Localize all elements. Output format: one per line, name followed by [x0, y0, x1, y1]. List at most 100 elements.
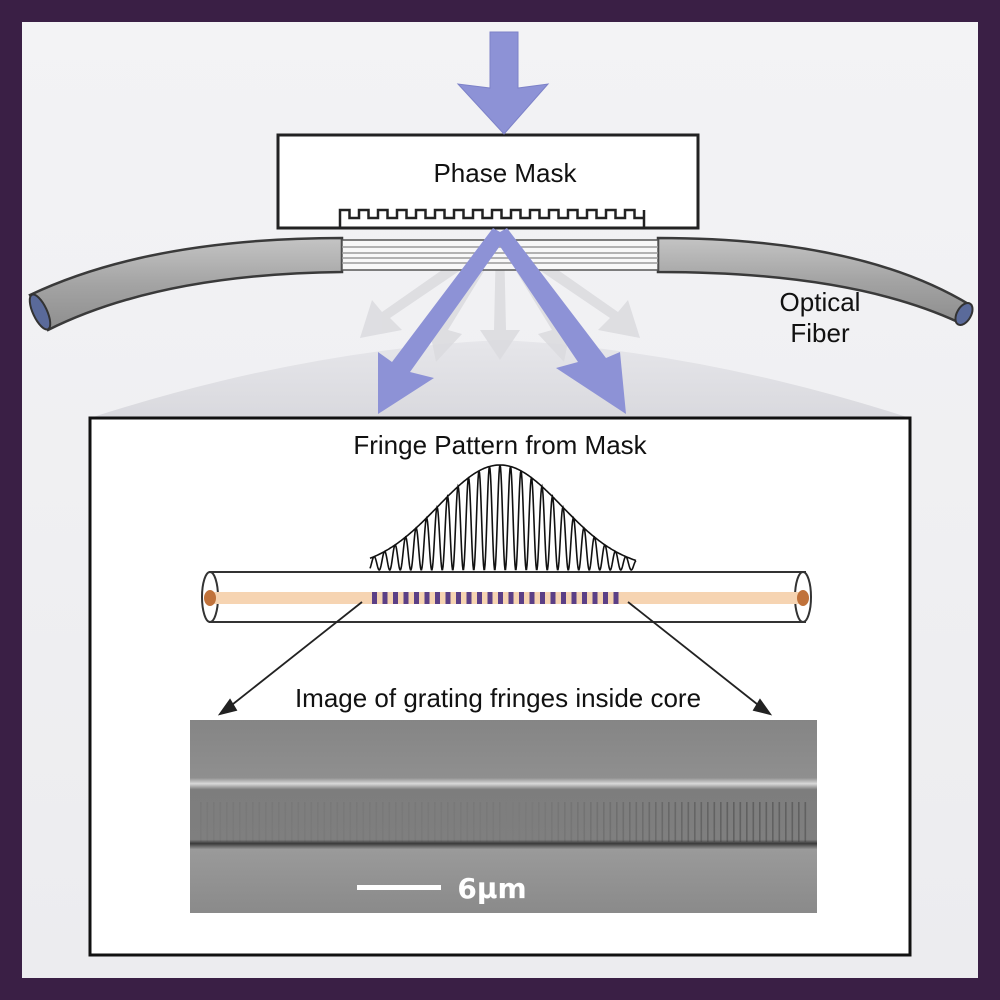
- grating-band: [498, 592, 503, 604]
- micrograph-fringe: [700, 802, 703, 842]
- incident-beam-arrow: [456, 31, 550, 135]
- zoomed-fiber: [201, 571, 812, 623]
- micrograph-fringe: [570, 802, 573, 842]
- phase-mask: Phase Mask: [276, 133, 700, 230]
- optical-fiber-label-line2: Fiber: [790, 318, 850, 348]
- micrograph-fringe: [798, 802, 800, 842]
- micrograph-fringe: [239, 802, 241, 842]
- micrograph-fringe: [440, 802, 443, 842]
- optical-fiber-label-line1: Optical: [780, 287, 861, 317]
- fiber-core-end: [204, 590, 216, 606]
- grating-band: [550, 592, 556, 604]
- grating-band: [393, 592, 398, 604]
- micrograph-fringe: [245, 802, 248, 842]
- micrograph-fringe: [616, 802, 618, 842]
- micrograph-fringe: [271, 802, 274, 842]
- grating-band: [529, 592, 535, 604]
- micrograph-fringe: [421, 802, 423, 842]
- micrograph-fringe: [713, 802, 716, 842]
- micrograph-fringe: [492, 802, 495, 842]
- grating-band: [382, 592, 388, 604]
- fringe-pattern-title: Fringe Pattern from Mask: [353, 430, 647, 460]
- optical-fiber-left: [28, 236, 344, 332]
- grating-band: [561, 592, 566, 604]
- micrograph-fringe: [506, 802, 508, 842]
- micrograph-fringe: [336, 802, 339, 842]
- micrograph-fringe: [759, 802, 761, 842]
- micrograph-fringe: [473, 802, 475, 842]
- micrograph-fringe: [512, 802, 514, 842]
- phase-mask-label: Phase Mask: [433, 158, 577, 188]
- micrograph-fringe: [726, 802, 729, 842]
- micrograph-fringe: [278, 802, 280, 842]
- micrograph-fringe: [635, 802, 638, 842]
- grating-band: [508, 592, 514, 604]
- micrograph-fringe: [356, 802, 358, 842]
- micrograph-fringe: [791, 802, 794, 842]
- micrograph-fringe: [252, 802, 254, 842]
- micrograph-fringe: [382, 802, 384, 842]
- micrograph-fringe: [564, 802, 566, 842]
- micrograph-fringe: [772, 802, 774, 842]
- grating-band: [540, 592, 545, 604]
- micrograph-fringe: [369, 802, 371, 842]
- micrograph-fringe: [655, 802, 657, 842]
- fiber-end-right: [954, 302, 974, 326]
- micrograph-fringe: [284, 802, 287, 842]
- micrograph-fringe: [200, 802, 202, 842]
- micrograph-fringe: [330, 802, 332, 842]
- scale-bar-label: 6μm: [457, 872, 526, 905]
- micrograph-fringe: [453, 802, 456, 842]
- micrograph-fringe: [804, 802, 807, 842]
- grating-band: [603, 592, 608, 604]
- micrograph-fringe: [629, 802, 631, 842]
- micrograph-fringe: [408, 802, 410, 842]
- micrograph-fringe: [694, 802, 696, 842]
- grating-band: [424, 592, 430, 604]
- micrograph-fringe: [661, 802, 664, 842]
- micrograph-fringe: [427, 802, 430, 842]
- micrograph-fringe: [375, 802, 378, 842]
- fiber-end-left: [28, 293, 52, 331]
- grating-band: [456, 592, 461, 604]
- micrograph-fringe: [739, 802, 742, 842]
- micrograph-fringe: [414, 802, 417, 842]
- micrograph-fringe: [206, 802, 209, 842]
- micrograph-fringe: [642, 802, 644, 842]
- micrograph-fringe: [765, 802, 768, 842]
- micrograph-fringe: [622, 802, 625, 842]
- micrograph-fringe: [304, 802, 306, 842]
- micrograph-fringe: [323, 802, 326, 842]
- micrograph-fringe: [401, 802, 404, 842]
- micrograph-fringe: [609, 802, 612, 842]
- micrograph-fringe: [349, 802, 352, 842]
- micrograph-fringe: [297, 802, 300, 842]
- micrograph-fringe: [538, 802, 540, 842]
- grating-band: [519, 592, 524, 604]
- micrograph-fringe: [746, 802, 748, 842]
- phase-mask-grating: [338, 208, 646, 228]
- micrograph-fringe: [317, 802, 319, 842]
- micrograph-fringe: [232, 802, 235, 842]
- beam-left: [378, 228, 507, 414]
- micrograph-fringe: [577, 802, 579, 842]
- micrograph-fringe: [596, 802, 599, 842]
- micrograph-fringe: [258, 802, 261, 842]
- micrograph-fringe: [557, 802, 560, 842]
- micrograph-fringe: [291, 802, 293, 842]
- beam-right: [493, 228, 626, 414]
- micrograph-fringe: [544, 802, 547, 842]
- grating-bands: [372, 592, 619, 604]
- micrograph-fringe: [460, 802, 462, 842]
- micrograph-fringe: [583, 802, 586, 842]
- scale-bar: [357, 885, 441, 890]
- micrograph-fringe: [265, 802, 267, 842]
- grating-band: [403, 592, 409, 604]
- pointer-arrows: [217, 601, 773, 716]
- micrograph-fringe: [590, 802, 592, 842]
- micrograph-fringe: [681, 802, 683, 842]
- micrograph-fringe: [785, 802, 787, 842]
- zoom-cone: [90, 340, 910, 418]
- grating-band: [414, 592, 419, 604]
- micrograph-fringe: [752, 802, 755, 842]
